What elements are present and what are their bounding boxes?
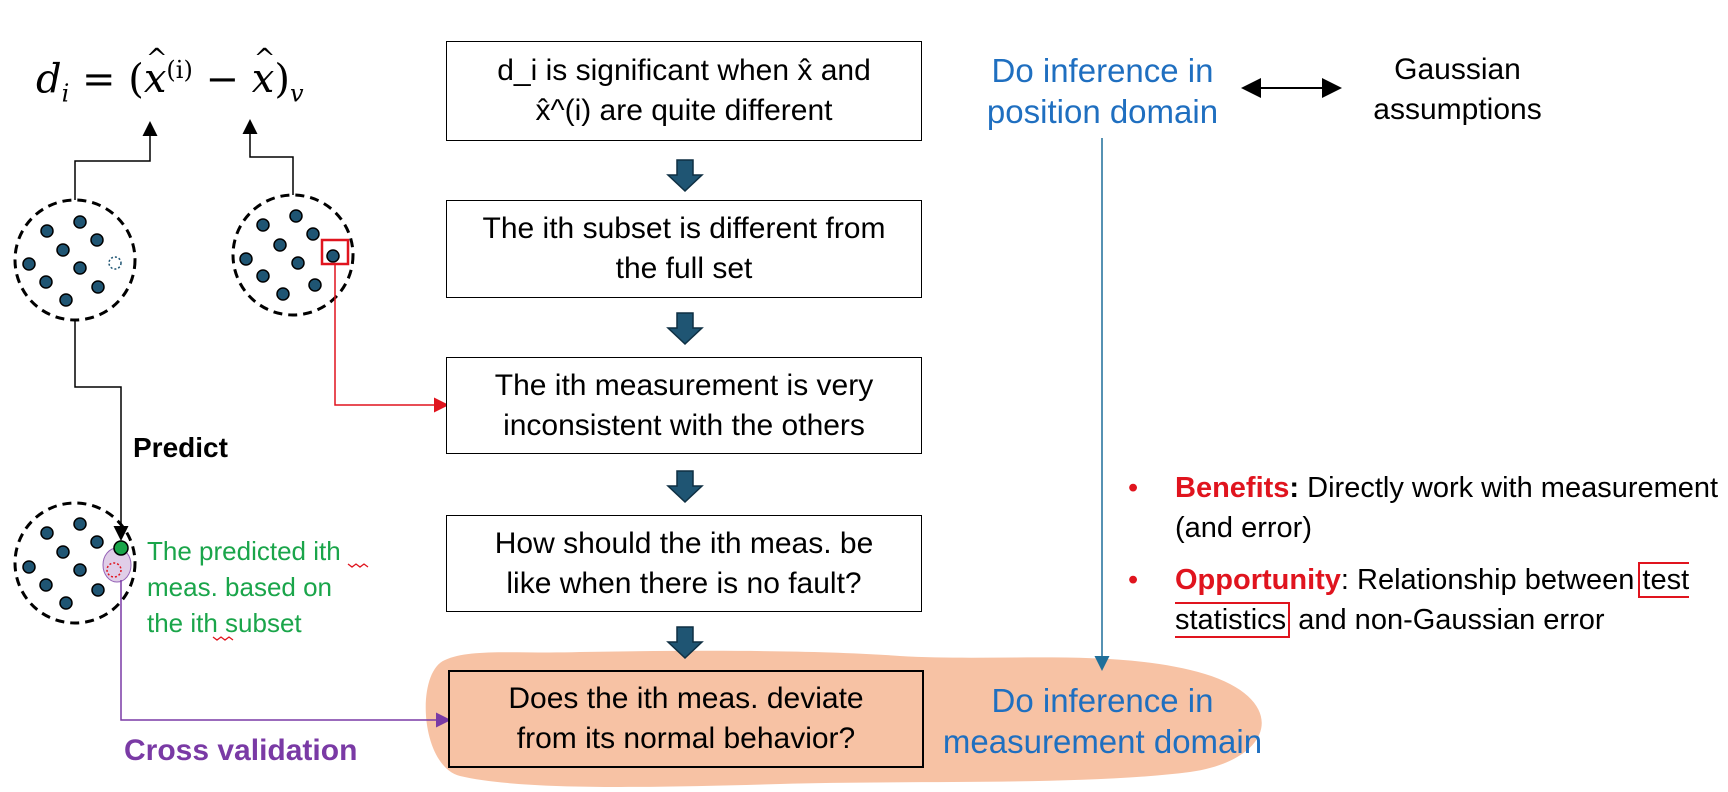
missing-dot — [108, 256, 122, 270]
predicted-text-line-2: meas. based on — [147, 572, 333, 602]
bullet-benefits: • Benefits: Directly work with measureme… — [1128, 468, 1728, 548]
measurement-domain-label: Do inference in measurement domain — [930, 680, 1275, 762]
flow-box-4-line-2: like when there is no fault? — [506, 566, 862, 600]
connector-full-set-to-xhat-i — [74, 121, 158, 200]
opportunity-keyword: Opportunity — [1175, 564, 1341, 596]
cross-validation-label: Cross validation — [124, 734, 358, 767]
predicted-text-line-3: the ith subset — [147, 608, 302, 638]
spellcheck-underlines — [212, 245, 749, 722]
opportunity-text-after: and non-Gaussian error — [1290, 604, 1605, 636]
gaussian-line-1: Gaussian — [1394, 53, 1521, 86]
formula-close-paren: ) — [274, 56, 290, 103]
down-arrow-4 — [666, 626, 704, 660]
predicted-dots — [22, 517, 105, 610]
flow-box-4-line-1: How should the ith meas. be — [494, 526, 874, 560]
flow-box-1-line-2: x̂^(i) are quite different — [535, 94, 833, 127]
measurement-domain-line-1: Do inference in — [991, 682, 1214, 719]
flow-box-3-line-1: The ith measurement is very — [494, 368, 874, 402]
formula: di = (x(i) − x)v — [36, 44, 304, 108]
formula-equals: = — [82, 56, 116, 103]
formula-v-sub: v — [289, 79, 304, 108]
flow-box-no-fault: How should the ith meas. be like when th… — [446, 515, 922, 612]
benefits-keyword: Benefits — [1175, 472, 1290, 504]
predict-arrow — [74, 320, 129, 541]
position-domain-line-2: position domain — [986, 93, 1219, 130]
predicted-text-line-1: The predicted ith — [147, 536, 341, 566]
down-arrow-2 — [666, 312, 704, 346]
red-connector — [334, 264, 449, 413]
full-set-dots — [22, 215, 105, 307]
flow-box-deviation: Does the ith meas. deviate from its norm… — [448, 670, 924, 768]
bullet-opportunity: • Opportunity: Relationship between test… — [1128, 560, 1728, 640]
subset-circle — [231, 193, 355, 317]
subset-dots — [239, 209, 340, 301]
flow-box-5-line-2: from its normal behavior? — [516, 722, 856, 755]
bullet-list: • Benefits: Directly work with measureme… — [1128, 468, 1728, 652]
flow-box-5-line-1: Does the ith meas. deviate — [508, 682, 864, 715]
predicted-circle — [13, 501, 137, 625]
cross-validation-arrow — [120, 580, 451, 728]
flow-box-measurement-inconsistent: The ith measurement is very inconsistent… — [446, 357, 922, 454]
down-arrow-1 — [666, 159, 704, 193]
formula-sup: (i) — [166, 56, 193, 84]
connector-subset-to-xhat — [242, 119, 294, 195]
benefits-colon: : — [1289, 472, 1300, 504]
flow-arrows — [666, 159, 704, 660]
flow-box-3-line-2: inconsistent with the others — [503, 408, 865, 442]
position-domain-label: Do inference in position domain — [960, 50, 1245, 132]
test-statistics-highlight: test statistics — [1175, 562, 1690, 638]
flow-box-significant: d_i is significant when x̂ and x̂^(i) ar… — [446, 41, 922, 141]
benefits-text: Directly work with measurement (and erro… — [1175, 472, 1719, 544]
flow-box-2-line-2: the full set — [615, 252, 753, 285]
formula-d-sub: i — [61, 79, 70, 108]
formula-xhat-i: x — [144, 44, 167, 102]
gaussian-assumptions-label: Gaussian assumptions — [1345, 50, 1570, 130]
flow-box-2-line-1: The ith subset is different from — [482, 212, 886, 245]
formula-open-paren: ( — [128, 56, 144, 103]
measurement-domain-line-2: measurement domain — [942, 723, 1263, 760]
bullet-dot-icon: • — [1128, 564, 1139, 596]
predicted-dot — [113, 540, 129, 556]
gaussian-line-2: assumptions — [1373, 93, 1542, 126]
formula-xhat: x — [252, 44, 275, 102]
opportunity-text-before: Relationship between — [1348, 564, 1643, 596]
flow-box-1-line-1: d_i is significant when x̂ and — [497, 54, 871, 87]
predicted-measurement-text: The predicted ith meas. based on the ith… — [147, 533, 341, 641]
formula-minus: − — [205, 56, 240, 103]
position-domain-line-1: Do inference in — [991, 52, 1214, 89]
formula-d: d — [36, 56, 62, 103]
flow-box-subset-different: The ith subset is different from the ful… — [446, 200, 922, 298]
predict-label: Predict — [133, 432, 228, 463]
opportunity-colon: : — [1340, 564, 1349, 596]
bullet-dot-icon: • — [1128, 472, 1139, 504]
down-arrow-3 — [666, 470, 704, 504]
actual-dot-outline — [106, 562, 122, 578]
